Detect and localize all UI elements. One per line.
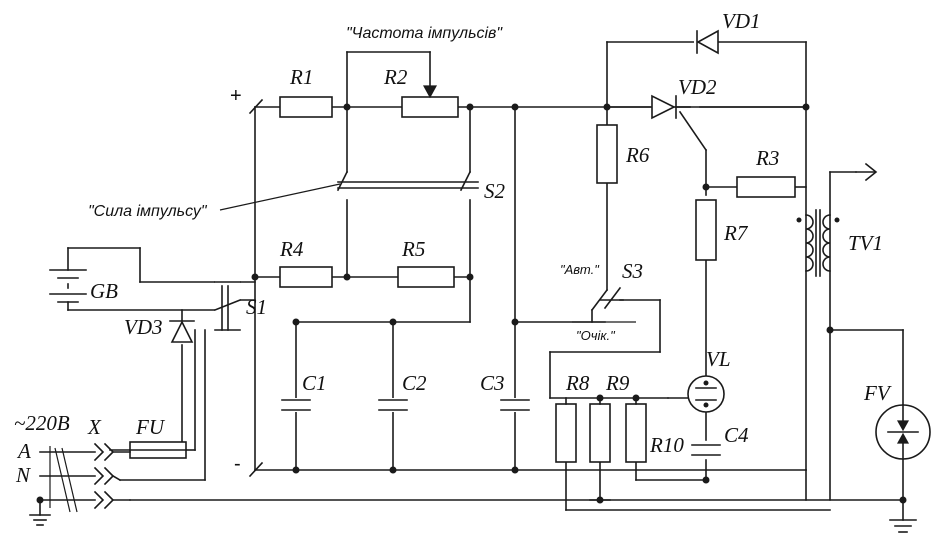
resistor-r7 xyxy=(695,199,717,261)
label-r1: R1 xyxy=(289,65,313,89)
label-plus: + xyxy=(230,85,242,107)
annotations: "Частота імпульсів" "Сила імпульсу" "Авт… xyxy=(88,25,636,343)
capacitors xyxy=(280,398,722,457)
resistor-r1 xyxy=(279,96,333,118)
ground-left xyxy=(29,514,51,526)
resistor-r8 xyxy=(555,403,577,463)
plus-terminal-mark xyxy=(248,98,264,115)
label-c3: C3 xyxy=(480,371,505,395)
junction-dots xyxy=(36,103,907,504)
label-fv: FV xyxy=(863,381,892,405)
label-vl: VL xyxy=(706,347,731,371)
capacitor-c1 xyxy=(280,398,312,412)
label-tv1: TV1 xyxy=(848,231,883,255)
diode-vd3 xyxy=(169,320,195,343)
capacitor-c3 xyxy=(499,398,531,412)
note-wait: "Очік." xyxy=(576,328,616,343)
resistor-r3 xyxy=(736,176,796,198)
switch-s1 xyxy=(213,274,242,332)
label-fu: FU xyxy=(135,415,166,439)
spark-gap-fv xyxy=(875,404,931,460)
strength-leader-line xyxy=(219,183,341,211)
diodes xyxy=(169,29,719,343)
resistor-r9 xyxy=(589,403,611,463)
neon-lamp-vl xyxy=(667,375,725,413)
connector-x xyxy=(49,442,131,513)
switch-s3 xyxy=(590,286,624,312)
resistor-r4 xyxy=(279,266,333,288)
minus-terminal-mark xyxy=(248,461,264,478)
label-vd1: VD1 xyxy=(722,9,761,33)
label-r7: R7 xyxy=(723,221,749,245)
label-s1: S1 xyxy=(246,295,267,319)
label-s3: S3 xyxy=(622,259,643,283)
note-frequency: "Частота імпульсів" xyxy=(346,25,503,42)
label-minus: - xyxy=(234,453,241,475)
label-r9: R9 xyxy=(605,371,630,395)
ground-right xyxy=(889,519,917,533)
note-auto: "Авт." xyxy=(560,262,600,277)
label-r2: R2 xyxy=(383,65,408,89)
label-vd2: VD2 xyxy=(678,75,717,99)
label-r6: R6 xyxy=(625,143,650,167)
capacitor-c2 xyxy=(377,398,409,412)
label-phase: A xyxy=(16,439,31,463)
label-c1: C1 xyxy=(302,371,327,395)
label-neutral: N xyxy=(15,463,31,487)
resistor-r2 xyxy=(401,96,459,118)
resistors xyxy=(279,85,796,463)
label-gb: GB xyxy=(90,279,118,303)
label-r3: R3 xyxy=(755,146,779,170)
label-r10: R10 xyxy=(649,433,684,457)
label-s2: S2 xyxy=(484,179,506,203)
label-r5: R5 xyxy=(401,237,425,261)
transformer-tv1 xyxy=(796,162,878,277)
diode-vd1 xyxy=(694,29,719,55)
component-labels: R1 R2 R3 R4 R5 R6 R7 R8 R9 R10 C1 C2 C3 … xyxy=(14,9,892,487)
note-strength: "Сила імпульсу" xyxy=(88,203,208,220)
capacitor-c4 xyxy=(690,443,722,457)
resistor-r6 xyxy=(596,124,618,184)
label-c4: C4 xyxy=(724,423,749,447)
label-mains: ~220В xyxy=(14,411,70,435)
label-r4: R4 xyxy=(279,237,304,261)
label-x: X xyxy=(87,415,102,439)
battery-gb xyxy=(49,247,87,311)
label-c2: C2 xyxy=(402,371,427,395)
switch-s2 xyxy=(336,170,479,192)
label-vd3: VD3 xyxy=(124,315,163,339)
resistor-r5 xyxy=(397,266,455,288)
diode-vd2 xyxy=(651,94,708,152)
resistor-r10 xyxy=(625,403,647,463)
label-r8: R8 xyxy=(565,371,590,395)
